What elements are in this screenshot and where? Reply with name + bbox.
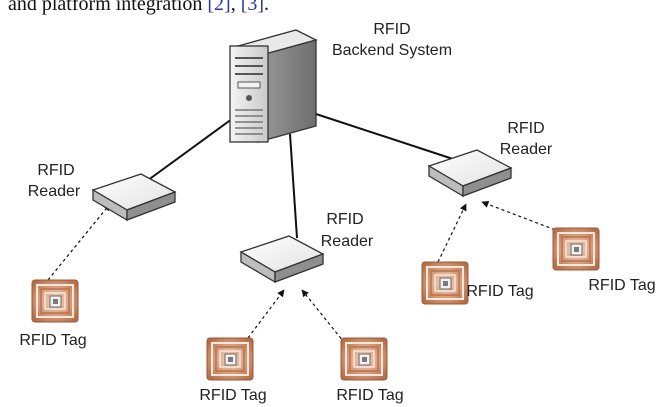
tag-5-label: RFID Tag (588, 277, 655, 294)
rfid-tag-icon-3 (340, 337, 388, 381)
reader-left-icon (92, 173, 176, 221)
reader-left-label-line2: Reader (28, 183, 81, 200)
tag-4-label: RFID Tag (466, 283, 533, 300)
link-server-reader-right (315, 113, 457, 161)
reader-left-label-line1: RFID (37, 162, 74, 179)
rfid-tag-icon-2 (206, 337, 254, 381)
tag-1-label: RFID Tag (19, 332, 86, 349)
caption-sep: , (230, 0, 241, 15)
reader-middle-label-line2: Reader (321, 233, 374, 250)
reader-middle-label-line1: RFID (326, 211, 363, 228)
arrow-tag1-reader-left (47, 203, 111, 281)
arrow-tag4-reader-right (437, 203, 467, 263)
reader-right-icon (428, 149, 512, 197)
server-label-line1: RFID (373, 21, 410, 38)
link-server-reader-left (139, 115, 237, 187)
citation-link-3[interactable]: [3] (240, 0, 265, 15)
tag-2-label: RFID Tag (199, 387, 266, 404)
caption-text: and platform integration [2], [3]. (8, 0, 269, 16)
link-server-reader-middle (289, 133, 298, 239)
arrow-tag5-reader-right (481, 200, 567, 235)
server-label-line2: Backend System (332, 42, 452, 59)
citation-link-2[interactable]: [2] (207, 0, 231, 15)
rfid-tag-icon-4 (421, 261, 469, 305)
reader-right-label-line2: Reader (500, 141, 553, 158)
server-icon (229, 29, 318, 144)
tag-3-label: RFID Tag (336, 387, 403, 404)
reader-middle-icon (240, 235, 324, 283)
caption-prefix: and platform integration (8, 0, 208, 15)
caption-suffix: . (264, 0, 270, 15)
rfid-tag-icon-5 (552, 227, 600, 271)
reader-right-label-line1: RFID (507, 120, 544, 137)
rfid-tag-icon-1 (31, 279, 79, 323)
